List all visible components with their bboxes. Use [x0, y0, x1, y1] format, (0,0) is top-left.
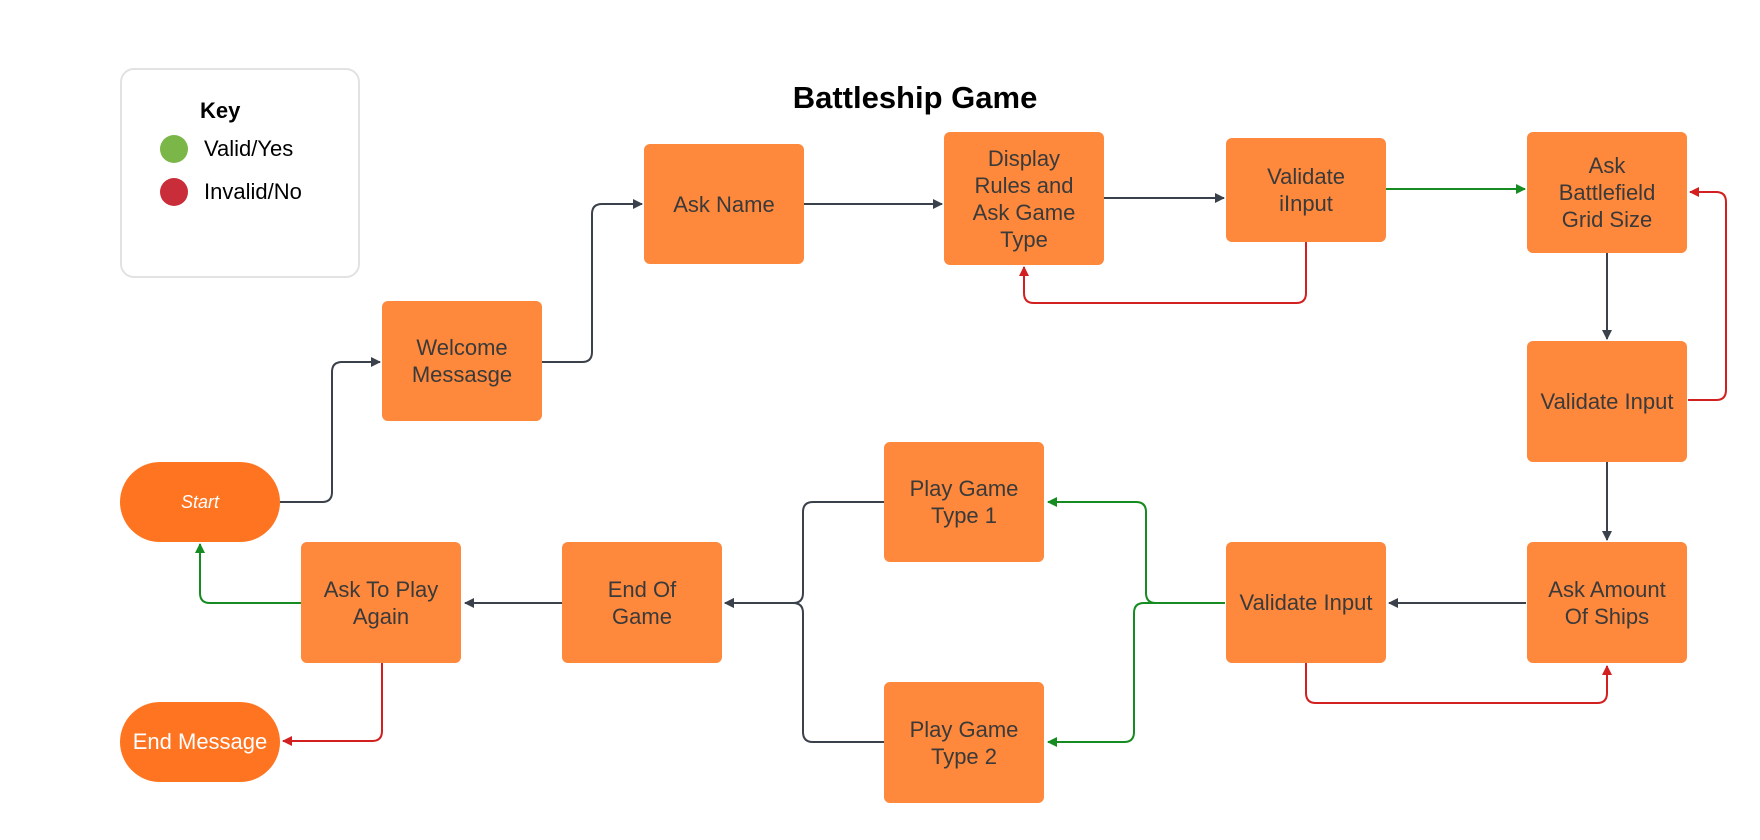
- node-ask-amount-of-ships: Ask Amount Of Ships: [1527, 542, 1687, 663]
- node-welcome-message: Welcome Messasge: [382, 301, 542, 421]
- node-end-message: End Message: [120, 702, 280, 782]
- edge-start-to-welcome: [280, 357, 381, 503]
- edge-validate-2-to-ask-grid: [1688, 187, 1727, 401]
- edge-welcome-to-ask-name: [542, 199, 643, 363]
- node-ask-grid-size: Ask Battlefield Grid Size: [1527, 132, 1687, 253]
- node-play-game-type-1: Play Game Type 1: [884, 442, 1044, 562]
- node-ask-name-label: Ask Name: [673, 191, 775, 217]
- node-welcome-message-label: Welcome Messasge: [411, 335, 513, 387]
- edge-validate-3-to-ask-ships: [1305, 662, 1612, 704]
- legend: Key Valid/Yes Invalid/No: [120, 68, 360, 278]
- legend-title: Key: [200, 98, 241, 123]
- node-start-label: Start: [180, 491, 219, 512]
- node-validate-input-2-label: Validate Input: [1540, 389, 1674, 414]
- legend-label-invalid: Invalid/No: [204, 179, 302, 204]
- node-ask-to-play-again-label: Ask To Play Again: [323, 576, 439, 629]
- edge-play-again-to-end-message: [282, 662, 383, 746]
- legend-label-valid: Valid/Yes: [204, 136, 294, 161]
- edge-play-again-to-start: [195, 543, 301, 604]
- green-dot-icon: [160, 135, 188, 163]
- node-display-rules-label: Display Rules and Ask Game Type: [972, 145, 1076, 252]
- node-play-game-type-1-label: Play Game Type 1: [909, 476, 1019, 528]
- node-end-of-game-label: End Of Game: [607, 576, 677, 629]
- edge-validate-1-to-display-rules: [1019, 242, 1307, 304]
- node-display-rules: Display Rules and Ask Game Type: [944, 132, 1104, 265]
- edge-play-2-to-end-game: [724, 598, 884, 743]
- node-ask-grid-size-label: Ask Battlefield Grid Size: [1558, 153, 1656, 232]
- node-ask-name: Ask Name: [644, 144, 804, 264]
- edge-play-1-to-end-game: [724, 501, 884, 608]
- edge-validate-3-to-play-2: [1047, 602, 1225, 747]
- node-validate-input-3: Validate Input: [1226, 542, 1386, 663]
- node-end-of-game: End Of Game: [562, 542, 722, 663]
- legend-item-invalid: Invalid/No: [160, 178, 302, 206]
- node-validate-input-2: Validate Input: [1527, 341, 1687, 462]
- diagram-title: Battleship Game: [792, 80, 1038, 115]
- legend-item-valid: Valid/Yes: [160, 135, 293, 163]
- node-end-message-label: End Message: [132, 729, 268, 754]
- red-dot-icon: [160, 178, 188, 206]
- node-validate-input-3-label: Validate Input: [1239, 590, 1373, 615]
- node-ask-to-play-again: Ask To Play Again: [301, 542, 461, 663]
- node-play-game-type-2-label: Play Game Type 2: [909, 716, 1019, 769]
- node-validate-input-1: Validate iInput: [1226, 138, 1386, 242]
- node-start: Start: [120, 462, 280, 542]
- node-play-game-type-2: Play Game Type 2: [884, 682, 1044, 803]
- edge-validate-3-to-play-1: [1047, 497, 1225, 604]
- node-validate-input-1-label: Validate iInput: [1267, 164, 1345, 216]
- node-ask-amount-of-ships-label: Ask Amount Of Ships: [1548, 576, 1666, 629]
